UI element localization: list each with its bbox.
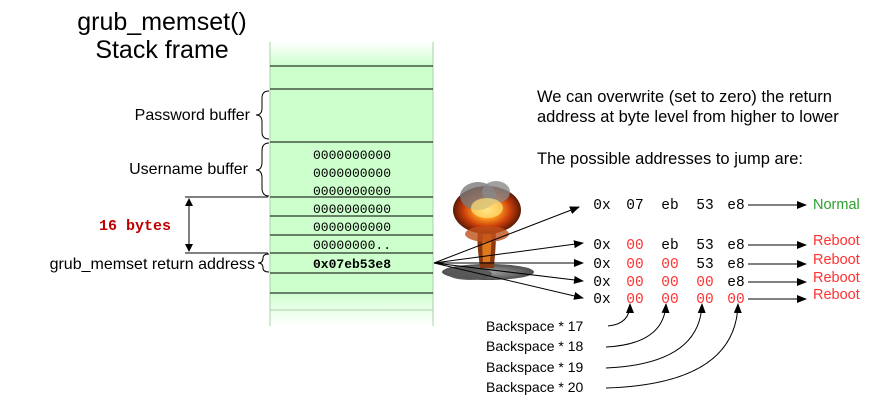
address-3-byte-3: 00 <box>696 275 713 291</box>
stack-row-a: 0000000000 <box>313 148 391 163</box>
address-4-prefix: 0x <box>593 292 611 308</box>
title-line1: grub_memset() <box>77 8 247 36</box>
arrow-to-normal <box>433 206 580 264</box>
address-4-byte-4: 00 <box>727 292 744 308</box>
backspace-20-label: Backspace * 20 <box>486 379 583 395</box>
address-2-byte-1: 00 <box>626 257 643 273</box>
stack-row-b: 0000000000 <box>313 166 391 181</box>
password-brace <box>255 90 270 140</box>
address-1-byte-2: eb <box>661 238 678 254</box>
return-address-brace <box>257 253 270 273</box>
username-buffer-label: Username buffer <box>129 161 249 178</box>
address-0-byte-1: 07 <box>626 198 643 214</box>
description-line3: The possible addresses to jump are: <box>537 150 803 168</box>
backspace-19-label: Backspace * 19 <box>486 359 583 375</box>
address-2-prefix: 0x <box>593 257 611 273</box>
address-4-byte-3: 00 <box>696 292 713 308</box>
address-1-byte-4: e8 <box>727 238 744 254</box>
backspace-18-label: Backspace * 18 <box>486 338 583 354</box>
arrow-to-reboot-1 <box>433 240 584 264</box>
username-brace <box>255 142 270 197</box>
address-4-byte-2: 00 <box>661 292 678 308</box>
address-3-byte-2: 00 <box>661 275 678 291</box>
address-3-result: Reboot <box>813 270 860 286</box>
stack-row-d: 0000000000 <box>313 202 391 217</box>
password-buffer-label: Password buffer <box>135 107 251 124</box>
address-0-prefix: 0x <box>593 198 611 214</box>
arrow-to-reboot-3 <box>433 262 584 284</box>
address-0-byte-2: eb <box>661 198 678 214</box>
address-3-byte-4: e8 <box>727 275 744 291</box>
address-2-result: Reboot <box>813 252 860 268</box>
description-line1: We can overwrite (set to zero) the retur… <box>537 88 832 106</box>
stack-row-c: 0000000000 <box>313 184 391 199</box>
address-0-result: Normal <box>813 197 860 213</box>
address-2-byte-4: e8 <box>727 257 744 273</box>
bytes16-label: 16 bytes <box>99 218 171 235</box>
title-line2: Stack frame <box>95 36 228 64</box>
address-4-result: Reboot <box>813 287 860 303</box>
backspace-20-arrow <box>605 303 742 389</box>
address-2-byte-3: 53 <box>696 257 713 273</box>
backspace-17-label: Backspace * 17 <box>486 318 583 334</box>
address-2-byte-2: 00 <box>661 257 678 273</box>
backspace-17-arrow <box>607 303 634 327</box>
address-0-byte-4: e8 <box>727 198 744 214</box>
address-1-prefix: 0x <box>593 238 611 254</box>
address-0-byte-3: 53 <box>696 198 713 214</box>
address-1-byte-1: 00 <box>626 238 643 254</box>
stack-row-e: 0000000000 <box>313 220 391 235</box>
stack-row-f: 00000000.. <box>313 238 391 253</box>
address-1-result: Reboot <box>813 233 860 249</box>
stack-return-value: 0x07eb53e8 <box>313 257 391 272</box>
stack-column <box>269 42 434 326</box>
arrow-to-reboot-4 <box>433 262 584 300</box>
address-4-byte-1: 00 <box>626 292 643 308</box>
backspace-19-arrow <box>605 303 706 369</box>
description-line2: address at byte level from higher to low… <box>537 108 839 126</box>
address-3-byte-1: 00 <box>626 275 643 291</box>
backspace-18-arrow <box>605 303 670 348</box>
return-address-label: grub_memset return address <box>50 256 255 273</box>
address-3-prefix: 0x <box>593 275 611 291</box>
address-1-byte-3: 53 <box>696 238 713 254</box>
